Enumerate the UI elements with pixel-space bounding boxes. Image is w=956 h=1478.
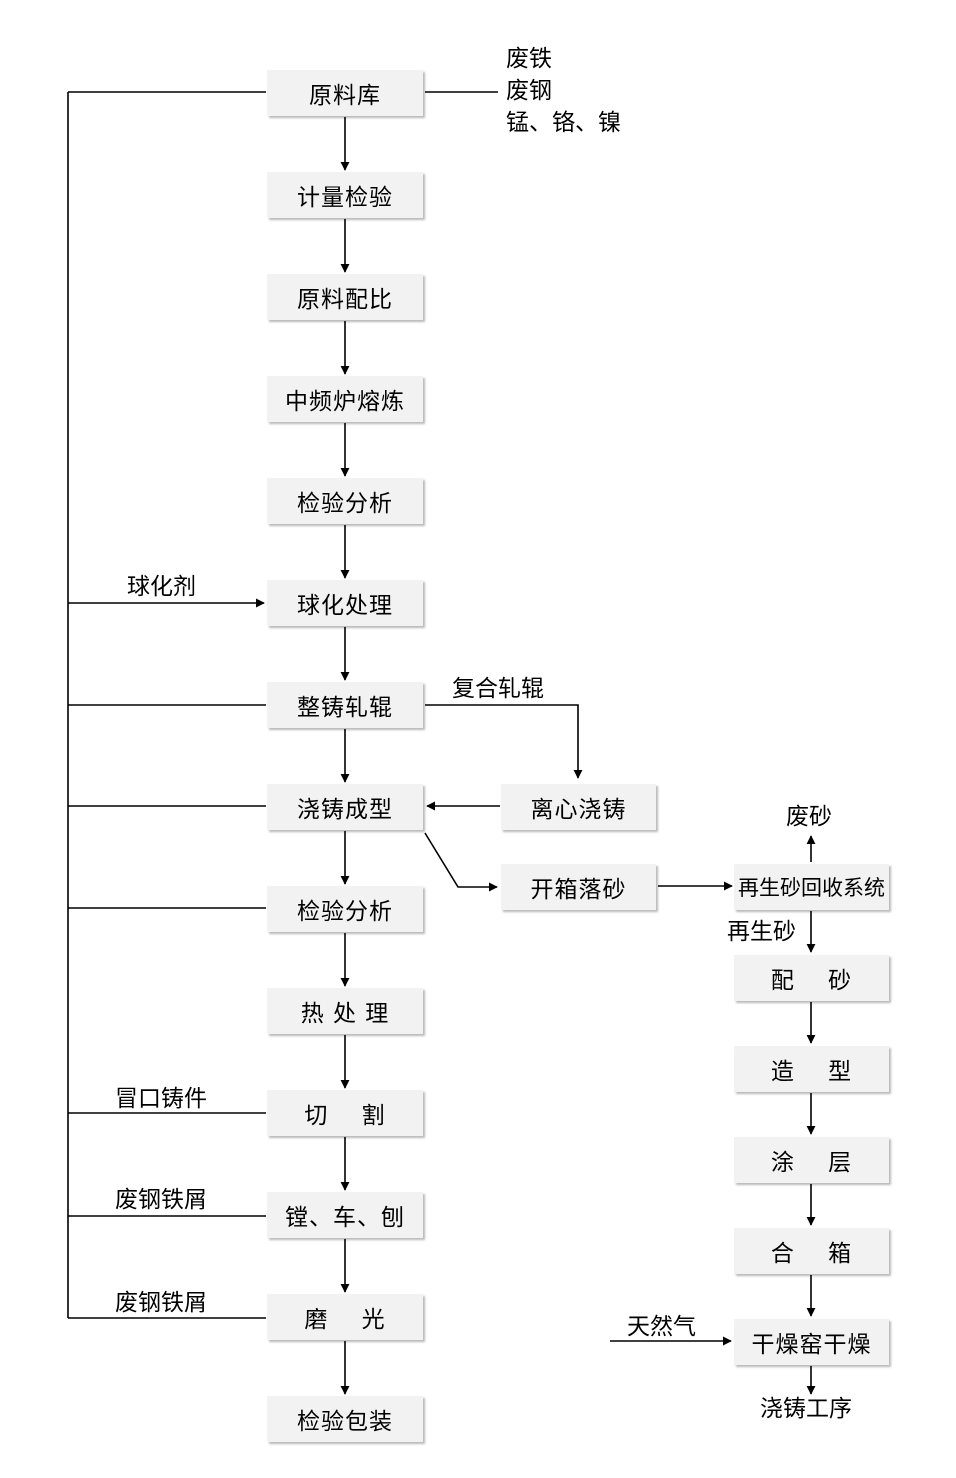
process-box-metering-inspection: 计量检验 [267, 172, 423, 218]
process-box-centrifugal-casting: 离心浇铸 [501, 784, 656, 830]
label-regenerated-sand: 再生砂 [727, 919, 796, 945]
process-box-heat-treatment: 热 处 理 [267, 988, 423, 1034]
process-box-raw-material-store: 原料库 [267, 70, 423, 116]
label-scrap-steel: 废钢 [506, 78, 552, 104]
label-riser-castings: 冒口铸件 [115, 1086, 207, 1112]
label-waste-sand: 废砂 [786, 804, 832, 830]
process-box-mold-closing: 合 箱 [734, 1228, 889, 1274]
process-box-cutting: 切 割 [267, 1090, 423, 1136]
label-casting-process: 浇铸工序 [760, 1396, 852, 1422]
process-box-inspection-packaging: 检验包装 [267, 1396, 423, 1442]
label-natural-gas: 天然气 [627, 1314, 696, 1340]
process-box-polishing: 磨 光 [267, 1294, 423, 1340]
label-scrap-iron: 废铁 [506, 46, 552, 72]
process-box-inspection-analysis-1: 检验分析 [267, 478, 423, 524]
process-box-coating: 涂 层 [734, 1137, 889, 1183]
process-box-molding: 造 型 [734, 1046, 889, 1092]
process-box-sand-mixing: 配 砂 [734, 955, 889, 1001]
label-nodulizer: 球化剂 [127, 574, 196, 600]
process-box-kiln-drying: 干燥窑干燥 [734, 1319, 889, 1365]
process-box-integral-cast-roll: 整铸轧辊 [267, 682, 423, 728]
process-box-inspection-analysis-2: 检验分析 [267, 886, 423, 932]
label-composite-roll: 复合轧辊 [452, 676, 544, 702]
process-box-pouring-forming: 浇铸成型 [267, 784, 423, 830]
process-box-nodulizing: 球化处理 [267, 580, 423, 626]
label-scrap-chips-2: 废钢铁屑 [115, 1290, 207, 1316]
process-box-batching: 原料配比 [267, 274, 423, 320]
process-box-shakeout: 开箱落砂 [501, 864, 656, 910]
process-box-induction-melting: 中频炉熔炼 [267, 376, 423, 422]
label-scrap-chips-1: 废钢铁屑 [115, 1187, 207, 1213]
process-box-machining: 镗、车、刨 [267, 1192, 423, 1238]
process-box-sand-recovery-system: 再生砂回收系统 [734, 864, 889, 910]
label-alloy-elements: 锰、铬、镍 [506, 110, 621, 136]
